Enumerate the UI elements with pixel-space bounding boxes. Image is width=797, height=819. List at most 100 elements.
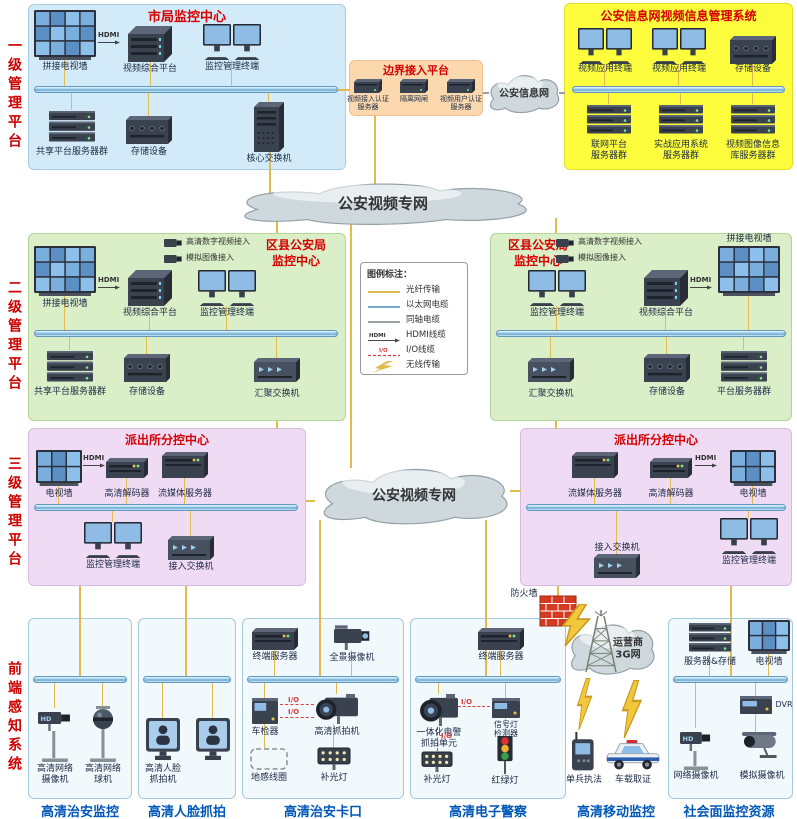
station-right-bus xyxy=(526,504,786,511)
cr-platform-servers-label: 平台服务器群 xyxy=(716,387,771,397)
hdmi-tag: HDMI xyxy=(83,454,105,470)
detector-icon xyxy=(740,696,772,714)
wireless-line-icon xyxy=(367,358,401,373)
hdmi-text: HDMI xyxy=(695,454,717,462)
connection-line xyxy=(730,586,732,677)
connection-line xyxy=(306,500,315,502)
sr-decoder xyxy=(650,458,692,478)
cl-terminal-label: 监控管理终端 xyxy=(199,308,254,318)
policecar-icon xyxy=(606,740,660,770)
station-left-title: 派出所分控中心 xyxy=(124,433,209,447)
sr-terminal-label: 监控管理终端 xyxy=(721,556,776,566)
sr-terminal xyxy=(720,518,778,554)
info-terminal-2 xyxy=(652,28,706,64)
facecam-icon xyxy=(196,718,230,760)
videowall-icon xyxy=(730,450,776,486)
servergroup-icon xyxy=(731,105,775,134)
connection-line xyxy=(604,64,606,86)
videowall-icon xyxy=(36,450,82,486)
boxcampole-icon: HD xyxy=(38,712,70,762)
cl-terminal xyxy=(198,270,256,306)
connection-line xyxy=(58,486,60,504)
connection-line xyxy=(666,337,668,354)
annotation-label: I/O xyxy=(288,696,300,704)
connection-line xyxy=(557,586,559,596)
fe4-signal-detector xyxy=(492,698,520,718)
connection-line xyxy=(695,683,697,728)
fe5-police-car xyxy=(606,740,660,770)
infonet-title: 公安信息网视频信息管理系统 xyxy=(600,9,757,23)
sl-stream-server xyxy=(162,452,208,478)
connection-line xyxy=(126,478,128,504)
city-storage xyxy=(126,116,172,144)
fe6-analog-camera xyxy=(740,732,784,758)
sr-tvwall xyxy=(730,450,776,486)
dualmonitor-icon xyxy=(652,28,706,64)
fe1-network-camera: HD xyxy=(38,708,72,762)
connection-line xyxy=(678,64,680,86)
flatserver-icon xyxy=(252,628,298,650)
svg-text:I/O: I/O xyxy=(379,348,388,354)
connection-line xyxy=(505,683,507,698)
annotation-label: 模拟图像接入 xyxy=(578,253,626,262)
cr-platform-servers xyxy=(720,350,768,384)
servergroup-icon xyxy=(659,105,703,134)
capturecam-icon xyxy=(420,694,458,726)
county-right-bus xyxy=(496,330,786,337)
connection-line xyxy=(226,306,228,330)
connection-line xyxy=(190,511,192,536)
sr-acc-switch-label: 接入交换机 xyxy=(594,543,640,553)
legend-item-label: 无线传输 xyxy=(406,359,441,370)
border-access-auth-server-label: 视频接入认证 服务器 xyxy=(347,95,389,112)
connection-line xyxy=(79,586,81,677)
frontend-category-label: 高清人脸抓拍 xyxy=(147,805,226,819)
annotation-label: 模拟图像接入 xyxy=(186,253,234,262)
connection-line xyxy=(748,511,750,518)
hdmi-arrow-icon xyxy=(690,284,712,292)
connection-line xyxy=(755,683,757,696)
hdmi-arrow-icon xyxy=(98,284,120,292)
flatserver-icon xyxy=(478,628,524,650)
connection-line xyxy=(269,152,271,196)
videowall-icon xyxy=(34,10,96,60)
cl-videowall-label: 拼接电视墙 xyxy=(42,299,88,309)
svg-text:公安视频专网: 公安视频专网 xyxy=(338,194,428,212)
fe3-vehicle-detector xyxy=(252,698,278,724)
storage-icon xyxy=(126,116,172,144)
dualmonitor-icon xyxy=(198,270,256,306)
connection-line xyxy=(752,93,754,104)
flatserver-icon xyxy=(572,452,618,478)
legend-item-label: 以太网电缆 xyxy=(406,299,449,310)
hdmi-tag: HDMI xyxy=(695,454,717,470)
connection-line xyxy=(709,654,711,676)
switch-icon xyxy=(168,536,214,560)
connection-line xyxy=(485,520,487,677)
fe6-server-storage xyxy=(688,622,732,654)
cr-videowall-label: 拼接电视墙 xyxy=(726,234,772,244)
connection-line xyxy=(438,683,440,694)
hdmi-tag: HDMI xyxy=(98,276,120,292)
fe3-capture-camera-label: 高清抓拍机 xyxy=(314,727,360,737)
sl-acc-switch xyxy=(168,536,214,560)
dualmonitor-icon xyxy=(528,270,586,306)
fe3-panoramic-camera xyxy=(334,622,370,650)
videowall-icon xyxy=(718,246,780,296)
frontend-category-label: 高清移动监控 xyxy=(576,805,655,819)
storage-icon xyxy=(124,354,170,382)
cl-storage xyxy=(124,354,170,382)
cl-access-cam-2 xyxy=(164,254,182,264)
city-videowall-label: 拼接电视墙 xyxy=(42,62,88,72)
connection-line xyxy=(752,486,754,504)
info-storage xyxy=(730,36,776,64)
connection-line xyxy=(556,306,558,330)
cr-platform-label: 视频综合平台 xyxy=(638,308,693,318)
cr-storage xyxy=(644,354,690,382)
info-db-servers-label: 视频图像信息 库服务器群 xyxy=(725,140,780,161)
hdmi-arrow-icon xyxy=(98,39,120,47)
cl-agg-switch xyxy=(254,358,300,382)
sl-decoder xyxy=(106,458,148,478)
frontend-category-label: 高清电子警察 xyxy=(448,805,527,819)
